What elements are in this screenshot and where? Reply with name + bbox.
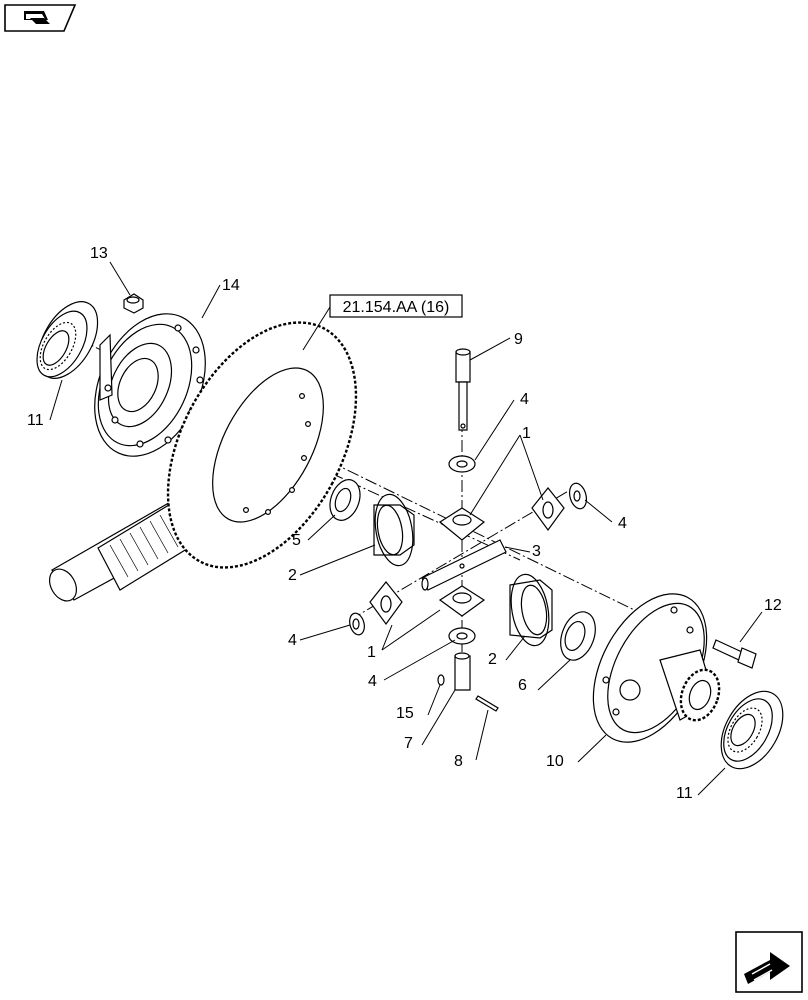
bearing-left-part [36, 301, 99, 379]
callout-8: 8 [454, 753, 463, 770]
callout-14: 14 [222, 277, 240, 294]
callout-6: 6 [518, 677, 527, 694]
cross-shaft-part [421, 539, 507, 591]
callout-15: 15 [396, 705, 414, 722]
spider-pin-part [455, 348, 471, 431]
bearing-right-part [720, 690, 784, 770]
nut-part [123, 293, 144, 314]
lock-pin-parts [437, 652, 499, 712]
book-hand-icon [24, 11, 50, 24]
callout-4-bottom: 4 [368, 673, 377, 690]
callout-2-right: 2 [488, 651, 497, 668]
callout-1-bottom: 1 [367, 644, 376, 661]
next-page-button[interactable] [735, 931, 803, 993]
callout-leader-lines [49, 261, 763, 796]
callout-3: 3 [532, 543, 541, 560]
callout-11-right: 11 [676, 785, 693, 802]
differential-gears [369, 487, 565, 647]
bolt-part [712, 639, 757, 669]
callout-12: 12 [764, 597, 782, 614]
differential-case-part [592, 593, 721, 743]
crown-wheel-part [166, 321, 358, 569]
next-page-arrow-icon [744, 952, 790, 984]
callout-7: 7 [404, 735, 413, 752]
callout-4-left: 4 [288, 632, 297, 649]
callout-4-right: 4 [618, 515, 627, 532]
thrust-washers [329, 455, 596, 661]
reference-box[interactable]: 21.154.AA (16) [329, 294, 463, 318]
callout-1-top: 1 [522, 425, 531, 442]
callout-4-top: 4 [520, 391, 529, 408]
callout-13: 13 [90, 245, 108, 262]
manual-nav-tab[interactable] [4, 4, 77, 32]
callout-2-left: 2 [288, 567, 297, 584]
callout-labels: 13 14 11 9 4 1 4 3 5 2 4 1 2 4 6 15 7 8 … [27, 245, 782, 802]
flange-cover-part [94, 313, 206, 457]
svg-text:21.154.AA (16): 21.154.AA (16) [343, 299, 450, 316]
callout-5: 5 [292, 532, 301, 549]
callout-9: 9 [514, 331, 523, 348]
callout-11-left: 11 [27, 412, 44, 429]
callout-10: 10 [546, 753, 564, 770]
